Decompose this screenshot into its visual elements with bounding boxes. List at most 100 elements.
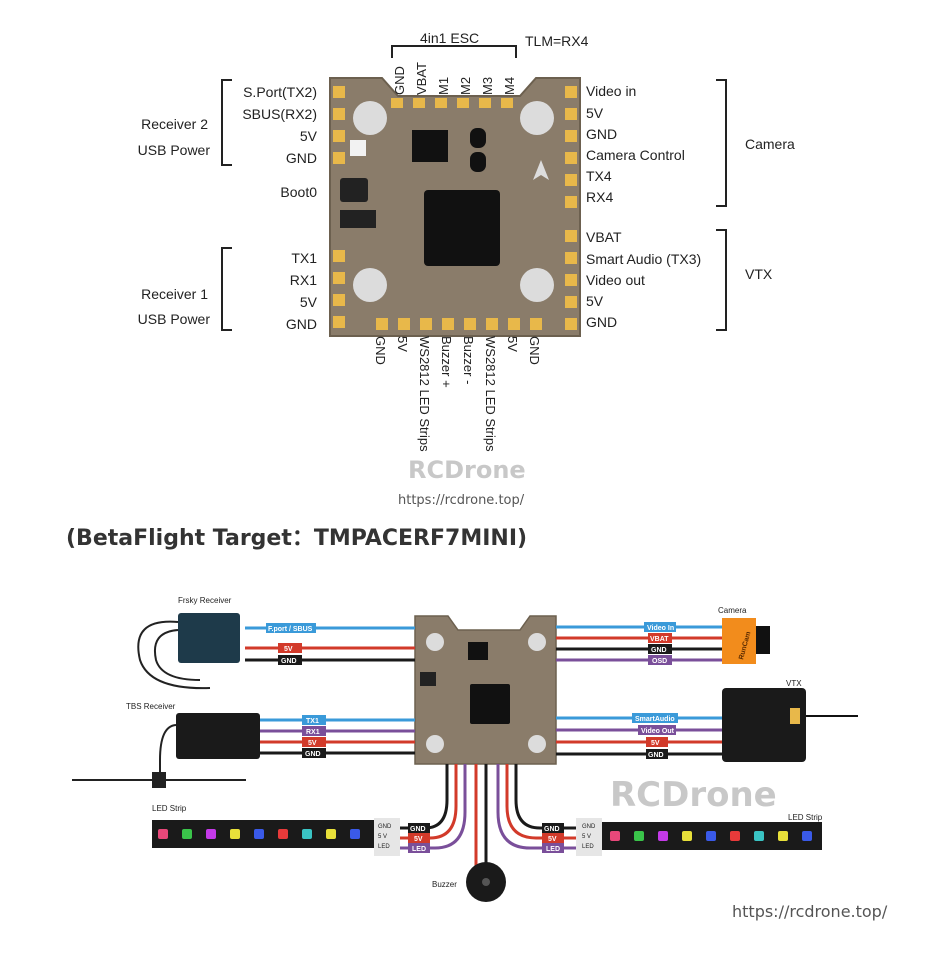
led xyxy=(206,829,216,839)
led xyxy=(682,831,692,841)
pin-rx1: RX1 xyxy=(290,272,317,288)
pin-vbat: VBAT xyxy=(586,229,622,245)
svg-text:GND: GND xyxy=(582,824,596,830)
pin-sbus-rx2: SBUS(RX2) xyxy=(242,106,317,122)
led xyxy=(754,831,764,841)
pin-ws2812: WS2812 LED Strips xyxy=(483,336,498,452)
wire-gnd: GND xyxy=(305,751,321,758)
right-pads xyxy=(565,86,577,330)
wire-5v: 5V xyxy=(414,836,423,843)
gyro-chip xyxy=(412,130,448,162)
led-strip-left-label: LED Strip xyxy=(152,804,187,813)
leds-right xyxy=(610,831,812,841)
esc-pin-m4: M4 xyxy=(502,77,517,95)
camera-label: Camera xyxy=(718,606,747,615)
boot-button xyxy=(340,178,368,202)
component xyxy=(340,210,376,228)
led xyxy=(278,829,288,839)
mount-hole xyxy=(353,268,387,302)
watermark: RCDrone xyxy=(408,456,526,484)
pin-5v: 5V xyxy=(586,105,604,121)
svg-text:GND: GND xyxy=(378,824,392,830)
watermark-url: https://rcdrone.top/ xyxy=(398,493,525,508)
capacitor xyxy=(470,152,486,172)
pin-tx4: TX4 xyxy=(586,168,612,184)
wire-fport: F.port / SBUS xyxy=(268,626,313,633)
wire-labels: F.port / SBUS 5V GND TX1 RX1 5V GND Vide… xyxy=(266,622,678,853)
pin-smart-audio: Smart Audio (TX3) xyxy=(586,251,701,267)
pin-gnd: GND xyxy=(527,336,542,365)
esc-pads xyxy=(391,98,513,108)
vtx-group-label: VTX xyxy=(745,266,773,282)
svg-text:5 V: 5 V xyxy=(582,834,591,840)
wire-tx1: TX1 xyxy=(306,718,319,725)
wire-gnd: GND xyxy=(281,658,297,665)
left-group-labels: Receiver 2 USB Power Receiver 1 USB Powe… xyxy=(138,116,211,327)
led xyxy=(706,831,716,841)
buzzer-label: Buzzer xyxy=(432,880,457,889)
mount-hole xyxy=(528,735,546,753)
mcu-chip xyxy=(424,190,500,266)
wire-5v: 5V xyxy=(651,740,660,747)
mount-hole xyxy=(520,268,554,302)
led xyxy=(658,831,668,841)
mount-hole xyxy=(426,633,444,651)
pin-tx1: TX1 xyxy=(291,250,317,266)
svg-text:5 V: 5 V xyxy=(378,834,387,840)
led xyxy=(634,831,644,841)
led-strip-right-label: LED Strip xyxy=(788,813,823,822)
pin-sport-tx2: S.Port(TX2) xyxy=(243,84,317,100)
led xyxy=(326,829,336,839)
receiver2-label: Receiver 2 xyxy=(141,116,208,132)
tbs-receiver xyxy=(176,713,260,759)
led xyxy=(182,829,192,839)
pin-gnd: GND xyxy=(586,314,617,330)
receiver1-bracket xyxy=(221,247,232,331)
mount-hole xyxy=(528,633,546,651)
led xyxy=(778,831,788,841)
led xyxy=(802,831,812,841)
vtx-connector xyxy=(790,708,800,724)
wire-5v: 5V xyxy=(308,740,317,747)
led xyxy=(230,829,240,839)
capacitor xyxy=(470,128,486,148)
esc-label: 4in1 ESC xyxy=(420,30,479,46)
pin-5v: 5V xyxy=(300,128,318,144)
wire-osd: OSD xyxy=(652,658,667,665)
pin-buzzer-plus: Buzzer + xyxy=(439,336,454,388)
bottom-pin-labels: GND 5V WS2812 LED Strips Buzzer + Buzzer… xyxy=(373,336,542,452)
vtx-bracket xyxy=(716,229,727,331)
tbs-receiver-label: TBS Receiver xyxy=(126,702,176,711)
pin-5v: 5V xyxy=(505,336,520,352)
led xyxy=(302,829,312,839)
logo-mark xyxy=(350,140,366,156)
leds-left xyxy=(158,829,360,839)
led xyxy=(350,829,360,839)
pin-5v: 5V xyxy=(300,294,318,310)
frsky-receiver xyxy=(178,613,240,663)
bottom-pads xyxy=(376,318,542,330)
pin-video-out: Video out xyxy=(586,272,645,288)
led xyxy=(254,829,264,839)
pin-gnd: GND xyxy=(286,150,317,166)
usb-power-label: USB Power xyxy=(138,142,211,158)
bottom-wiring: Frsky Receiver TBS Receiver Camera RunCa… xyxy=(72,596,888,921)
betaflight-target-title: (BetaFlight Target：TMPACERF7MINI) xyxy=(66,526,527,551)
pin-video-in: Video in xyxy=(586,83,636,99)
pin-camera-control: Camera Control xyxy=(586,147,685,163)
wire-gnd: GND xyxy=(648,752,664,759)
wire-5v: 5V xyxy=(548,836,557,843)
receiver2-bracket xyxy=(221,79,232,166)
buzzer-hole xyxy=(482,878,490,886)
led xyxy=(730,831,740,841)
svg-text:LED: LED xyxy=(582,844,594,850)
wire-5v: 5V xyxy=(284,646,293,653)
pin-buzzer-minus: Buzzer - xyxy=(461,336,476,384)
pin-5v: 5V xyxy=(395,336,410,352)
wire-led: LED xyxy=(412,846,426,853)
esc-bracket xyxy=(391,45,517,58)
pin-ws2812: WS2812 LED Strips xyxy=(417,336,432,452)
left-pin-labels: S.Port(TX2) SBUS(RX2) 5V GND Boot0 TX1 R… xyxy=(242,84,317,332)
arrow-mark xyxy=(533,160,549,180)
mount-hole xyxy=(426,735,444,753)
